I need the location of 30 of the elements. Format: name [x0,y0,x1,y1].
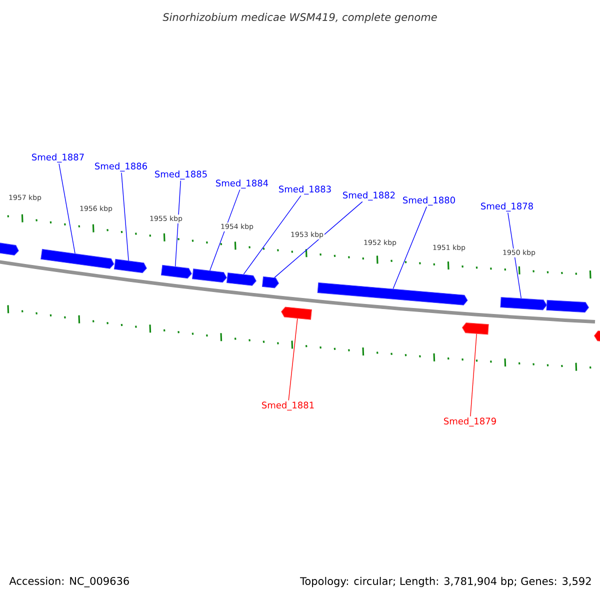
leader-line [174,180,181,267]
leader-line [392,206,428,290]
gene-label: Smed_1885 [155,170,207,180]
gene-block [317,282,468,306]
gene-label: Smed_1878 [481,202,533,212]
gene-block [594,330,600,342]
gene-block [0,242,19,256]
gene-label: Smed_1886 [95,162,147,172]
gene-label: Smed_1881 [262,402,314,410]
gene-block [546,300,590,313]
leader-line [508,212,522,299]
gene-label: Smed_1879 [444,418,496,426]
title: Sinorhizobium medicae WSM419, complete genome [162,12,437,24]
gene-label: Smed_1887 [32,154,84,162]
genome-info-text: Topology: circular; Length: 3,781,904 bp; Genes: 3,592 [300,576,591,588]
gene-block [192,268,227,283]
gene-label: Smed_1880 [403,196,455,206]
gene-label: Smed_1882 [343,192,395,200]
leader-line [288,318,298,401]
leader-line [210,189,240,271]
gene-block [160,264,192,279]
leader-line [470,334,477,417]
gene-label: Smed_1884 [216,180,268,188]
leader-line [243,195,302,275]
gene-label: Smed_1883 [279,186,331,194]
gene-block [114,258,147,274]
leader-line [274,201,363,278]
accession-text: Accession: NC_009636 [9,576,129,588]
leader-line [121,172,129,261]
leader-line [58,163,76,254]
